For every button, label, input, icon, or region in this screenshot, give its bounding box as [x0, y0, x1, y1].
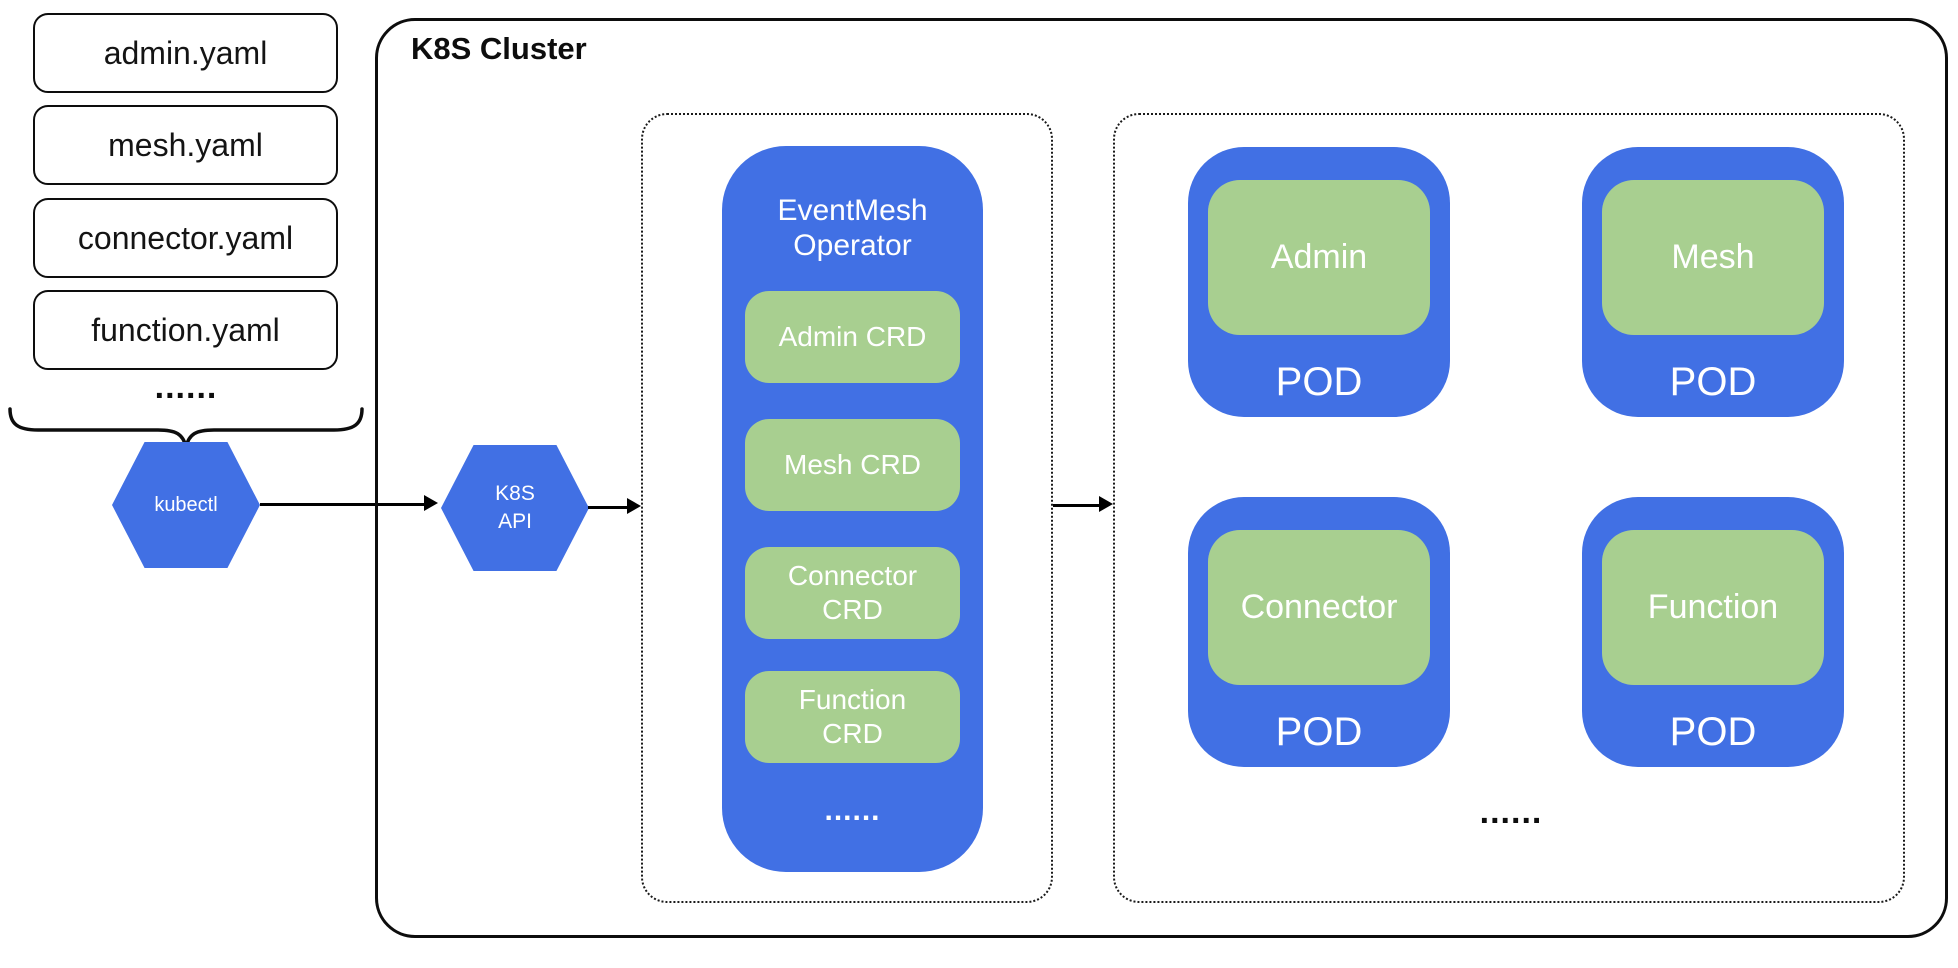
yaml-file-mesh: mesh.yaml [33, 105, 338, 185]
pod-container-name: Admin [1270, 238, 1368, 276]
crd-label: Admin CRD [778, 321, 927, 353]
more-pods-ellipsis: ...... [1479, 793, 1543, 831]
arrow-api-to-operator-head [627, 498, 641, 514]
more-crds-ellipsis: ...... [824, 794, 881, 827]
arrow-kubectl-to-api-head [424, 495, 438, 511]
eventmesh-operator-box: EventMesh Operator Admin CRD Mesh CRD Co… [722, 146, 983, 872]
pod-function: Function POD [1582, 497, 1844, 767]
pod-label: POD [1669, 710, 1757, 754]
k8s-api-label: K8S API [495, 481, 535, 533]
pod-admin: Admin POD [1188, 147, 1450, 417]
k8s-cluster-box: K8S Cluster K8S API EventMesh Operator A… [375, 18, 1948, 938]
operator-group-box: EventMesh Operator Admin CRD Mesh CRD Co… [641, 113, 1053, 903]
pod-connector: Connector POD [1188, 497, 1450, 767]
operator-title: EventMesh Operator [722, 194, 983, 263]
pod-label: POD [1275, 360, 1363, 404]
yaml-file-function: function.yaml [33, 290, 338, 370]
pods-group-box: Admin POD Mesh POD Connector POD Functio… [1113, 113, 1905, 903]
pod-container-name: Function [1647, 588, 1779, 626]
pod-mesh-container: Mesh [1602, 180, 1824, 335]
pod-admin-container: Admin [1208, 180, 1430, 335]
crd-mesh: Mesh CRD [745, 419, 960, 511]
yaml-file-label: function.yaml [91, 311, 280, 348]
yaml-file-connector: connector.yaml [33, 198, 338, 278]
crd-label: Mesh CRD [784, 449, 921, 481]
crd-label: Connector CRD [787, 560, 918, 625]
kubectl-hexagon: kubectl [112, 442, 260, 568]
crd-connector: Connector CRD [745, 547, 960, 639]
pod-function-container: Function [1602, 530, 1824, 685]
crd-function: Function CRD [745, 671, 960, 763]
pod-connector-container: Connector [1208, 530, 1430, 685]
k8s-api-hexagon: K8S API [441, 445, 589, 571]
pod-mesh: Mesh POD [1582, 147, 1844, 417]
pod-label: POD [1275, 710, 1363, 754]
pod-label: POD [1669, 360, 1757, 404]
arrow-api-to-operator [588, 506, 628, 509]
operator-title-text: EventMesh Operator [777, 194, 928, 262]
cluster-title: K8S Cluster [411, 31, 587, 66]
more-yaml-files-ellipsis: ...... [154, 368, 218, 406]
crd-label: Function CRD [798, 684, 907, 749]
pod-container-name: Mesh [1671, 238, 1755, 276]
crd-admin: Admin CRD [745, 291, 960, 383]
arrow-operator-to-pods [1053, 504, 1100, 507]
yaml-file-label: mesh.yaml [108, 126, 263, 163]
arrow-kubectl-to-api [260, 503, 424, 506]
kubectl-label: kubectl [154, 493, 218, 516]
pod-container-name: Connector [1240, 588, 1398, 626]
yaml-file-label: admin.yaml [103, 34, 268, 71]
arrow-operator-to-pods-head [1099, 496, 1113, 512]
yaml-file-admin: admin.yaml [33, 13, 338, 93]
yaml-file-label: connector.yaml [77, 219, 294, 256]
